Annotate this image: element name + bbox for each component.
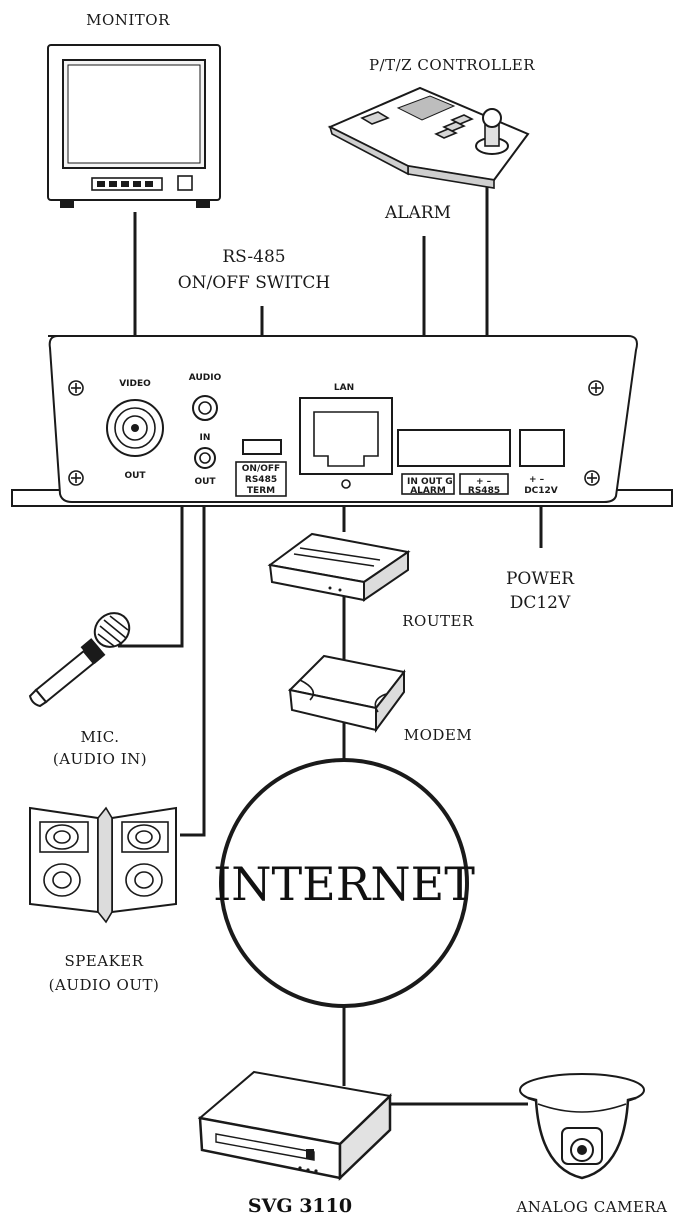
speaker-audio-out-line	[180, 460, 206, 837]
modem-icon	[287, 654, 406, 734]
ptz-controller-icon	[327, 86, 530, 189]
monitor-label: MONITOR	[86, 11, 170, 29]
panel-dc12v-label: DC12V	[524, 486, 558, 496]
internet-cloud	[219, 758, 469, 1008]
panel-onoff-label: ON/OFF	[242, 464, 280, 474]
microphone-icon	[28, 612, 131, 708]
mic-label-line2: (AUDIO IN)	[53, 750, 147, 768]
panel-audio-out-label: OUT	[194, 477, 216, 487]
panel-rs485-label: RS485	[245, 475, 277, 485]
panel-in-out-g-label: IN OUT G	[407, 477, 453, 487]
panel-audio-label: AUDIO	[189, 373, 222, 383]
router-icon	[267, 532, 411, 602]
speaker-label-line2: (AUDIO OUT)	[49, 976, 160, 994]
rs485-label-line2: ON/OFF SWITCH	[178, 273, 330, 293]
back-panel: VIDEO OUT AUDIO IN OUT ON/OFF RS485 TERM…	[11, 335, 673, 507]
mic-label-line1: MIC.	[81, 728, 120, 746]
internet-label: INTERNET	[213, 857, 475, 911]
svg3110-label: SVG 3110	[248, 1195, 352, 1217]
panel-video-label: VIDEO	[119, 379, 151, 389]
power-label-line1: POWER	[506, 569, 575, 589]
router-label: ROUTER	[402, 612, 474, 630]
panel-term-label: TERM	[247, 486, 275, 496]
panel-alarm-port-label: ALARM	[410, 486, 446, 496]
monitor-icon	[47, 44, 221, 208]
panel-dc-plus-minus-label: + –	[529, 475, 545, 485]
panel-audio-in-label: IN	[200, 433, 211, 443]
panel-rs485-port-label: RS485	[468, 486, 500, 496]
analog-camera-icon	[519, 1073, 645, 1180]
ptz-controller-label: P/T/Z CONTROLLER	[369, 56, 535, 74]
alarm-label: ALARM	[384, 203, 451, 223]
modem-label: MODEM	[404, 726, 473, 744]
panel-plus-minus-label: + –	[476, 477, 492, 487]
svg3110-device-icon	[197, 1070, 393, 1181]
rs485-label-line1: RS-485	[222, 247, 285, 267]
panel-video-out-label: OUT	[124, 471, 146, 481]
power-label-line2: DC12V	[510, 593, 571, 613]
analog-camera-label: ANALOG CAMERA	[515, 1198, 667, 1216]
speaker-label-line1: SPEAKER	[64, 952, 143, 970]
speaker-icon	[29, 806, 177, 924]
panel-lan-label: LAN	[334, 383, 354, 393]
